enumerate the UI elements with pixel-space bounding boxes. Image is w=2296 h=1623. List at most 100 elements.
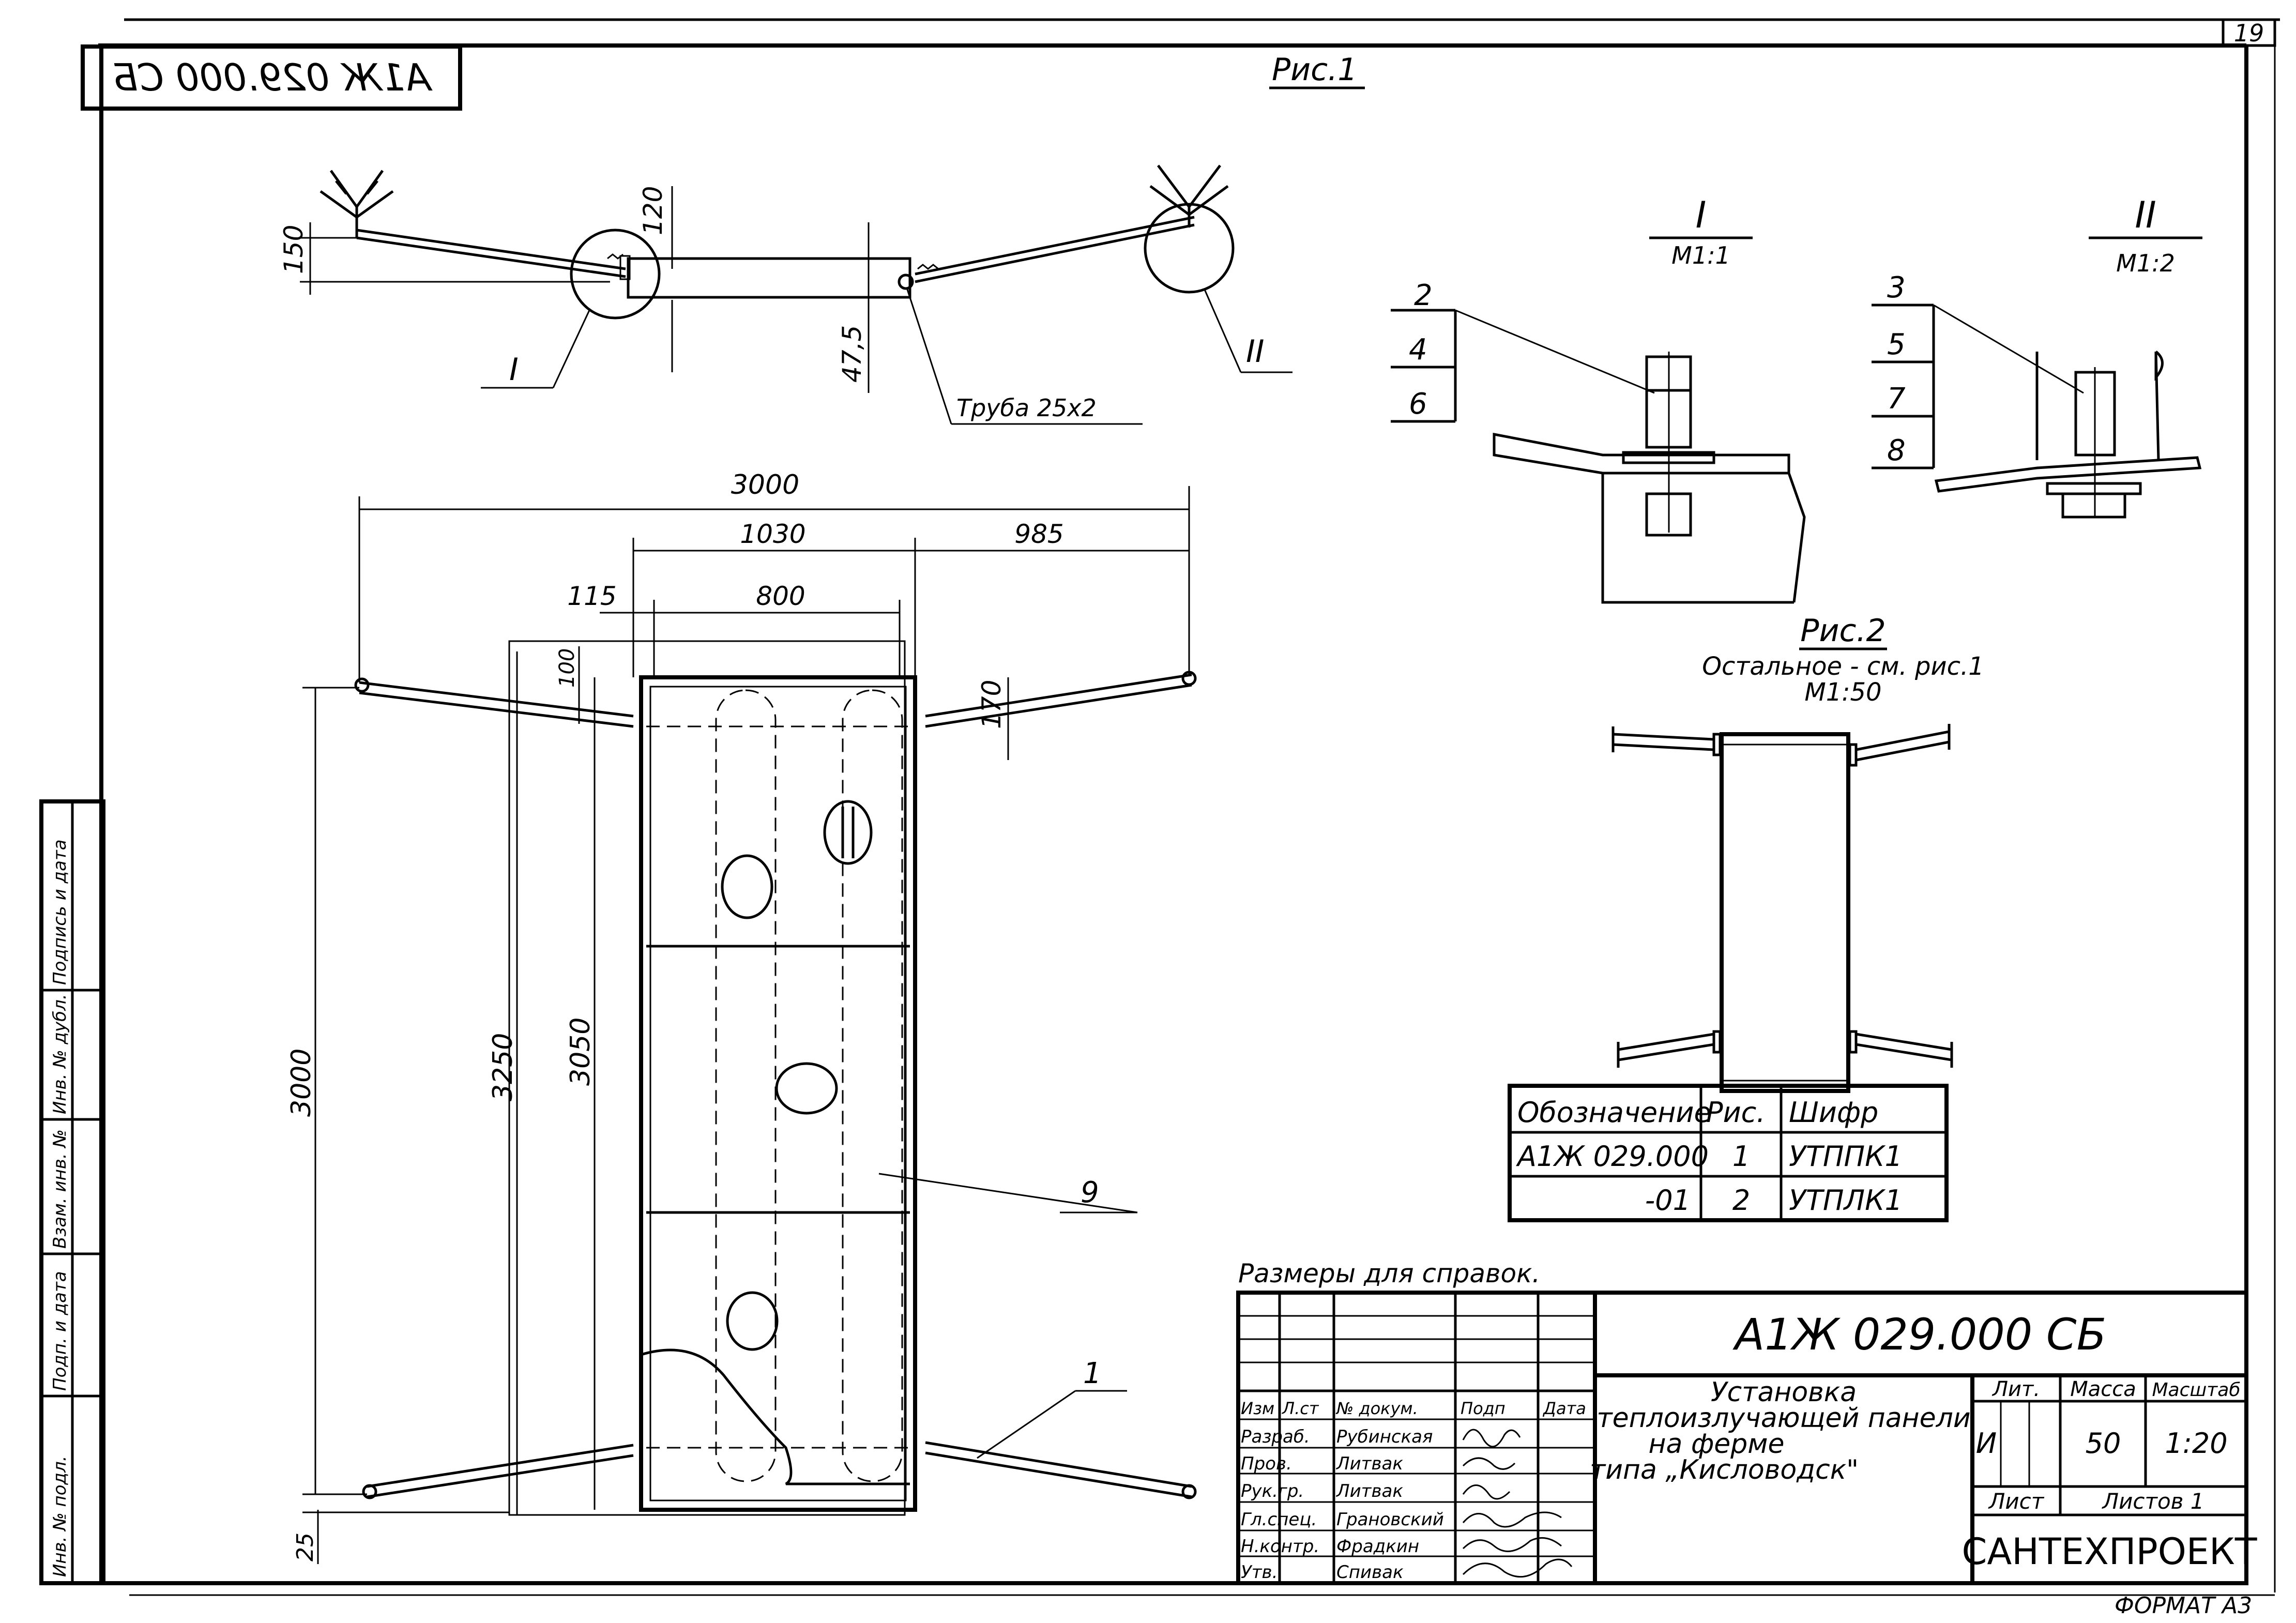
detail-II-pos-7: 7 (1887, 382, 1906, 416)
tb-scale-value: 1:20 (2165, 1427, 2227, 1460)
left-archive-strip: Инв. № подл. Подп. и дата Взам. инв. № И… (39, 799, 105, 1585)
tb-code: А1Ж 029.000 СБ (1732, 1309, 2106, 1360)
tb-role-razrab: Разраб. (1241, 1427, 1310, 1447)
spot-2 (775, 1062, 838, 1115)
detail-I-scale: М1:1 (1671, 241, 1730, 269)
dim-25: 25 (292, 1533, 318, 1561)
tb-mass-label: Масса (2070, 1377, 2136, 1401)
detail-II-pos-8: 8 (1887, 434, 1906, 467)
spot-1 (721, 854, 773, 919)
tb-col-doc: № докум. (1335, 1399, 1418, 1418)
tb-col-podp: Подп (1461, 1399, 1506, 1418)
mirrored-drawing-code: А1Ж 029.000 СБ (112, 56, 433, 99)
detail-II: II М1:2 3 5 7 8 (1872, 194, 2202, 519)
variants-table: Обозначение Рис. Шифр А1Ж 029.000 1 УТПП… (1508, 1084, 1949, 1222)
fig2-title: Рис.2 (1800, 613, 1886, 649)
strip-label-podp-data: Подп. и дата (50, 1271, 70, 1391)
dim-170: 170 (977, 680, 1007, 729)
detail-I: I М1:1 2 4 6 (1391, 194, 1806, 604)
signatures (1462, 1429, 1573, 1578)
variants-header-fig: Рис. (1706, 1096, 1766, 1129)
tb-sheet-label: Лист (1988, 1489, 2045, 1514)
pos-9: 9 (1081, 1176, 1099, 1209)
tb-name-nkontr: Фрадкин (1336, 1536, 1419, 1557)
format-label: ФОРМАТ А3 (2115, 1592, 2252, 1619)
strip-label-vzam-inv: Взам. инв. № (50, 1129, 70, 1249)
dim-115: 115 (567, 581, 616, 611)
fig2: Рис.2 Остальное - см. рис.1 М1:50 (1611, 613, 1984, 1093)
tb-role-prov: Пров. (1241, 1453, 1292, 1474)
dim-1030: 1030 (740, 519, 805, 549)
pos-1: 1 (1083, 1357, 1102, 1390)
fig2-note: Остальное - см. рис.1 (1702, 652, 1984, 681)
tb-sheets-label: Листов 1 (2102, 1489, 2204, 1514)
title-block: Изм Л.ст № докум. Подп Дата Разраб. Руби… (1236, 1291, 2257, 1585)
dim-800: 800 (756, 581, 805, 611)
variants-row1-designation: А1Ж 029.000 (1516, 1140, 1709, 1173)
fig2-scale: М1:50 (1804, 678, 1881, 707)
detail-I-circle (570, 229, 661, 320)
detail-II-pos-3: 3 (1887, 271, 1906, 305)
detail-II-scale: М1:2 (2116, 249, 2175, 277)
tb-col-izm: Изм (1241, 1399, 1274, 1418)
pipe-label: Труба 25х2 (956, 394, 1097, 422)
tb-role-rukgr: Рук.гр. (1241, 1481, 1304, 1501)
variants-row2-fig: 2 (1732, 1184, 1750, 1217)
detail-I-pos-4: 4 (1409, 333, 1427, 367)
page-number: 19 (2234, 19, 2264, 47)
tb-title-line4: типа „Кисловодск" (1590, 1454, 1859, 1485)
variants-row1-code: УТППК1 (1789, 1140, 1903, 1173)
dim-120: 120 (638, 186, 668, 235)
dim-100: 100 (555, 648, 579, 688)
variants-row2-code: УТПЛК1 (1789, 1184, 1903, 1217)
tb-role-utv: Утв. (1241, 1562, 1278, 1583)
cutout (823, 800, 873, 865)
plan-view: 3000 1030 985 115 800 100 170 3000 3250 … (286, 469, 1197, 1564)
strip-label-podpis-data: Подпись и дата (50, 839, 70, 985)
dim-985: 985 (1014, 519, 1063, 549)
strip-label-inv-podl: Инв. № подл. (50, 1455, 70, 1577)
tb-name-razrab: Рубинская (1336, 1427, 1433, 1447)
strip-label-inv-dubl: Инв. № дубл. (50, 994, 70, 1114)
variants-header-code: Шифр (1789, 1096, 1878, 1129)
tb-col-data: Дата (1542, 1399, 1586, 1418)
tb-org: САНТЕХПРОЕКТ (1962, 1530, 2257, 1573)
sheet-frame: 19 А1Ж 029.000 СБ ФОРМАТ А3 (81, 18, 2280, 1619)
callout-II: II (1246, 333, 1264, 370)
tb-lit-label: Лит. (1991, 1377, 2040, 1401)
detail-II-title: II (2135, 194, 2156, 236)
dim-3000-side: 3000 (286, 1049, 317, 1117)
fig1-side-view: Рис.1 150 120 47,5 Труба (279, 52, 1365, 425)
tb-role-glspec: Гл.спец. (1241, 1509, 1317, 1530)
detail-I-title: I (1696, 194, 1707, 236)
tb-name-rukgr: Литвак (1335, 1481, 1403, 1501)
tb-name-prov: Литвак (1335, 1453, 1403, 1474)
detail-I-pos-6: 6 (1409, 387, 1427, 421)
tb-col-lst: Л.ст (1282, 1399, 1319, 1418)
detail-II-circle (1144, 203, 1235, 294)
variants-row1-fig: 1 (1732, 1140, 1750, 1173)
detail-II-pos-5: 5 (1887, 328, 1906, 361)
variants-header-designation: Обозначение (1517, 1096, 1711, 1129)
tb-name-glspec: Грановский (1336, 1509, 1444, 1530)
dim-3050: 3050 (565, 1018, 596, 1086)
tb-title-line2: теплоизлучающей панели (1596, 1403, 1970, 1434)
tb-lit-value: И (1976, 1427, 1997, 1460)
variants-row2-designation: -01 (1645, 1184, 1691, 1217)
dim-47-5: 47,5 (837, 325, 867, 383)
tb-name-utv: Спивак (1336, 1562, 1404, 1583)
dim-3250: 3250 (488, 1033, 519, 1101)
dim-150: 150 (279, 225, 309, 274)
reference-note: Размеры для справок. (1238, 1258, 1540, 1288)
tb-title-line1: Установка (1711, 1377, 1857, 1408)
fig1-title: Рис.1 (1272, 52, 1357, 88)
callout-I: I (509, 352, 519, 388)
tb-role-nkontr: Н.контр. (1241, 1536, 1319, 1557)
tb-title-line3: на ферме (1648, 1429, 1784, 1460)
spot-3 (726, 1291, 779, 1351)
detail-I-pos-2: 2 (1414, 279, 1433, 312)
dim-3000-top: 3000 (731, 469, 799, 500)
tb-scale-label: Масштаб (2152, 1379, 2240, 1401)
tb-mass-value: 50 (2086, 1427, 2121, 1460)
